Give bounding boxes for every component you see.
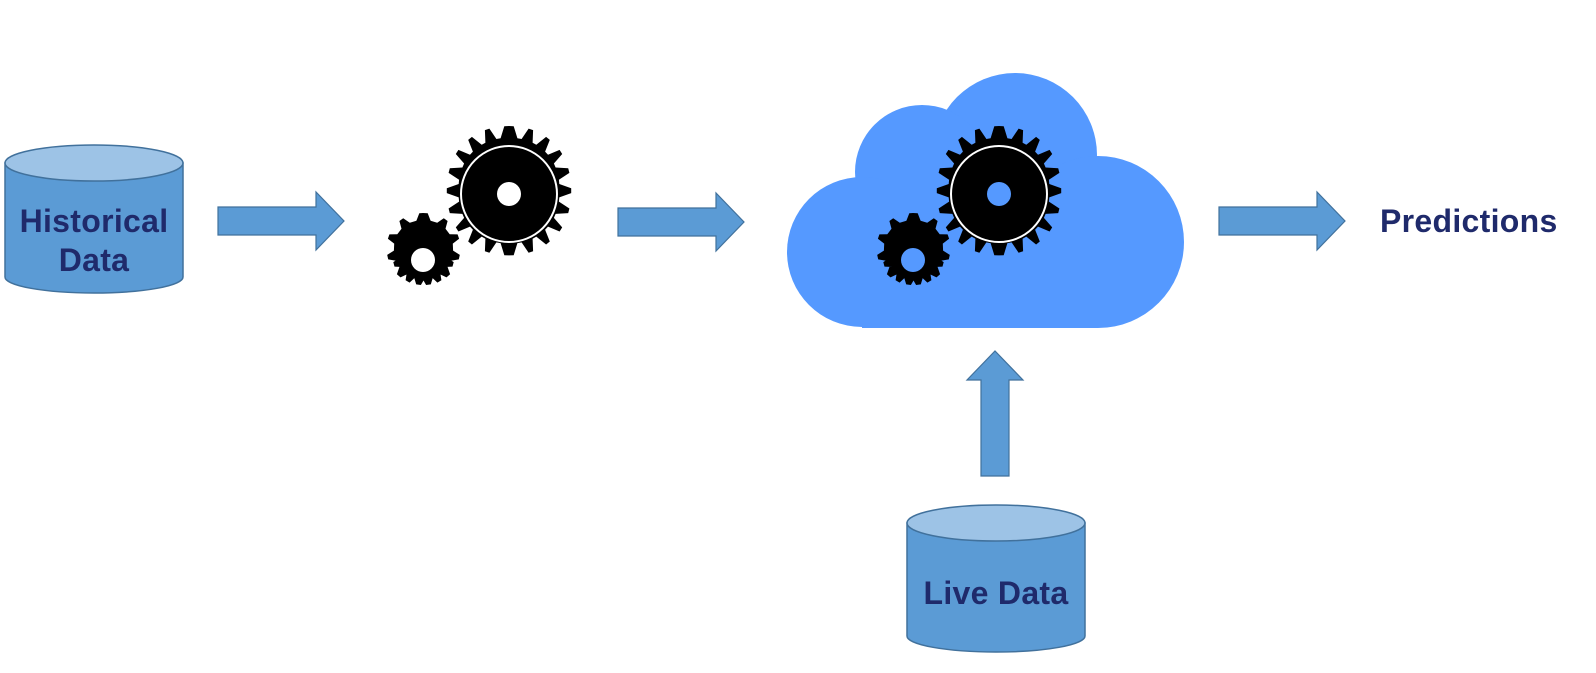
live-data-label: Live Data bbox=[924, 575, 1069, 611]
historical-data-database-icon bbox=[4, 144, 184, 294]
historical-data-label-line1: Historical bbox=[20, 203, 169, 239]
arrow-up-icon bbox=[965, 350, 1025, 477]
arrow-right-icon bbox=[217, 190, 345, 252]
live-data-database-icon bbox=[906, 504, 1086, 653]
arrow-right-icon bbox=[617, 191, 745, 253]
training-gears-icon bbox=[387, 126, 572, 285]
cloud-gears-icon bbox=[877, 126, 1062, 285]
arrow-right-icon bbox=[1218, 190, 1346, 252]
predictions-label: Predictions bbox=[1380, 203, 1558, 239]
historical-data-label-line2: Data bbox=[59, 242, 130, 278]
